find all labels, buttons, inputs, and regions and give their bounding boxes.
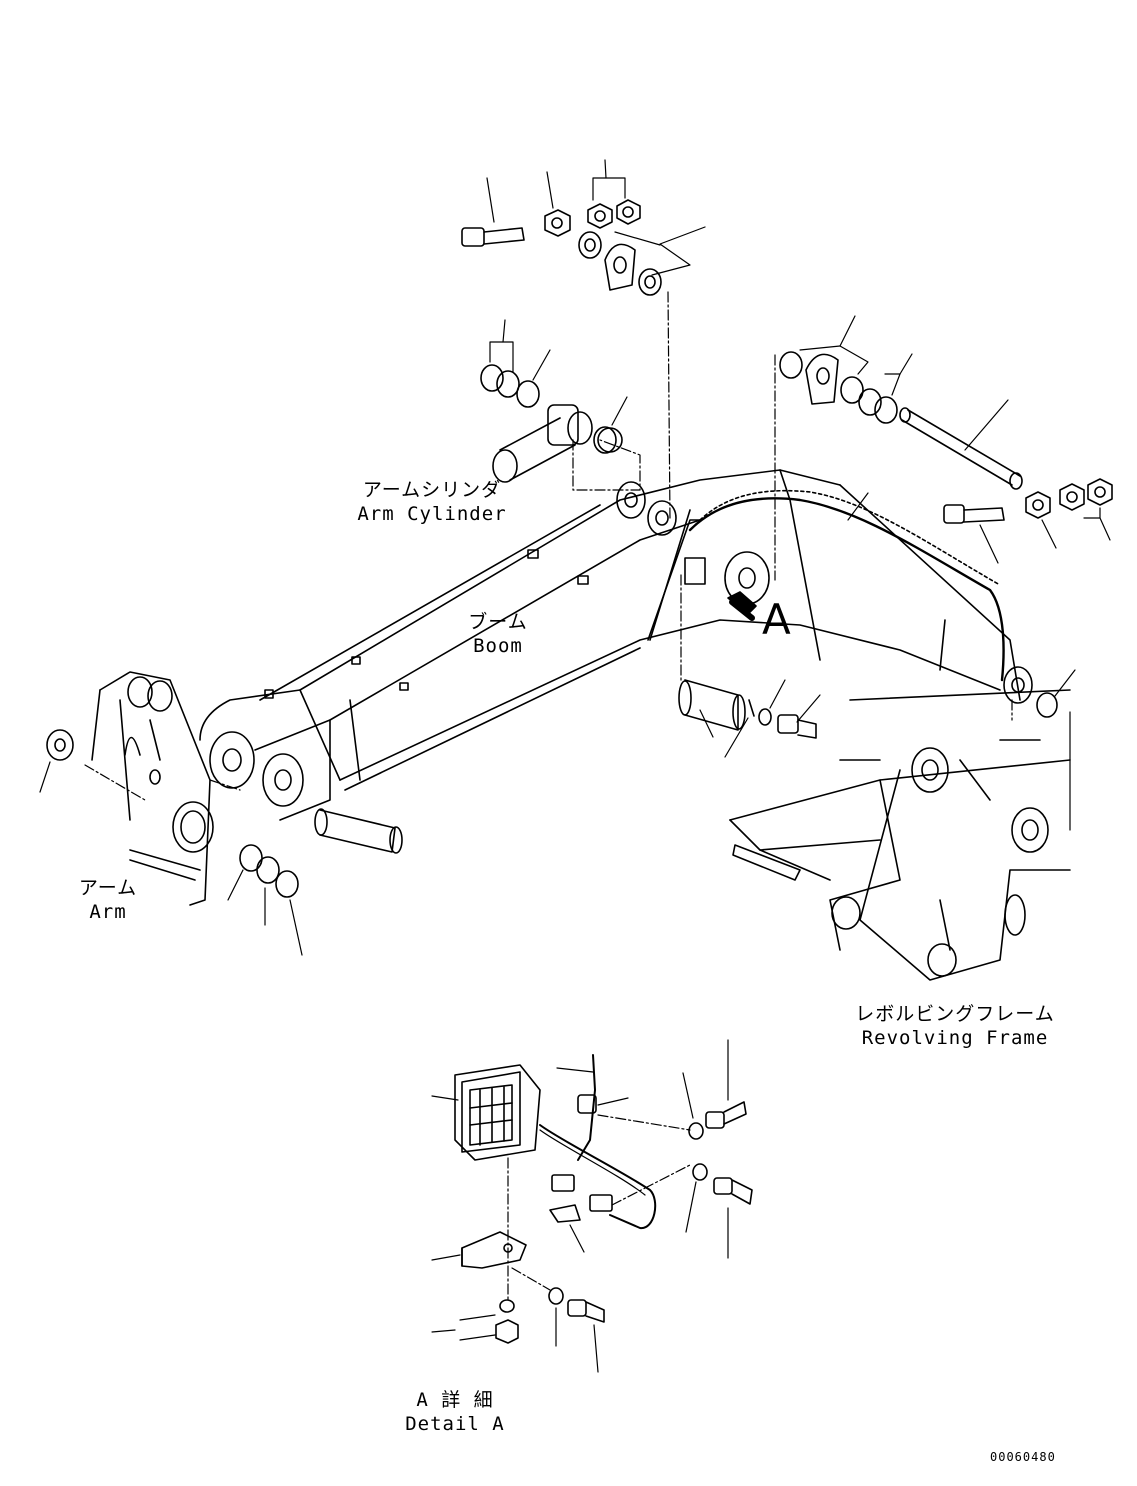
- label-arm-cylinder-en: Arm Cylinder: [357, 503, 507, 525]
- label-arm-jp: アーム: [78, 877, 138, 899]
- label-detail-a-en: Detail A: [405, 1413, 505, 1435]
- label-boom-en: Boom: [473, 635, 523, 657]
- revolving-frame-drawing: [729, 689, 1071, 981]
- label-arm: アーム Arm: [58, 876, 158, 924]
- arm-cylinder-drawing: [492, 404, 623, 483]
- label-arm-cylinder: アームシリンダ Arm Cylinder: [352, 478, 512, 526]
- label-revolving-frame: レボルビングフレーム Revolving Frame: [850, 1002, 1060, 1050]
- detail-a-drawing: [431, 1039, 753, 1373]
- label-arm-cylinder-jp: アームシリンダ: [362, 479, 502, 501]
- boom-drawing: [199, 469, 1033, 821]
- label-detail-a-jp: A 詳 細: [416, 1389, 494, 1411]
- label-revolving-frame-jp: レボルビングフレーム: [855, 1003, 1055, 1025]
- exploded-hardware-top: [46, 199, 1113, 898]
- label-arm-en: Arm: [89, 901, 127, 923]
- label-boom: ブーム Boom: [448, 610, 548, 658]
- view-arrow-letter: A: [762, 595, 791, 644]
- drawing-number: 00060480: [990, 1450, 1056, 1464]
- label-boom-jp: ブーム: [468, 611, 528, 633]
- leader-lines: [39, 159, 1111, 956]
- label-revolving-frame-en: Revolving Frame: [861, 1027, 1049, 1049]
- arm-drawing: [91, 671, 214, 906]
- label-detail-a: A 詳 細 Detail A: [400, 1388, 510, 1436]
